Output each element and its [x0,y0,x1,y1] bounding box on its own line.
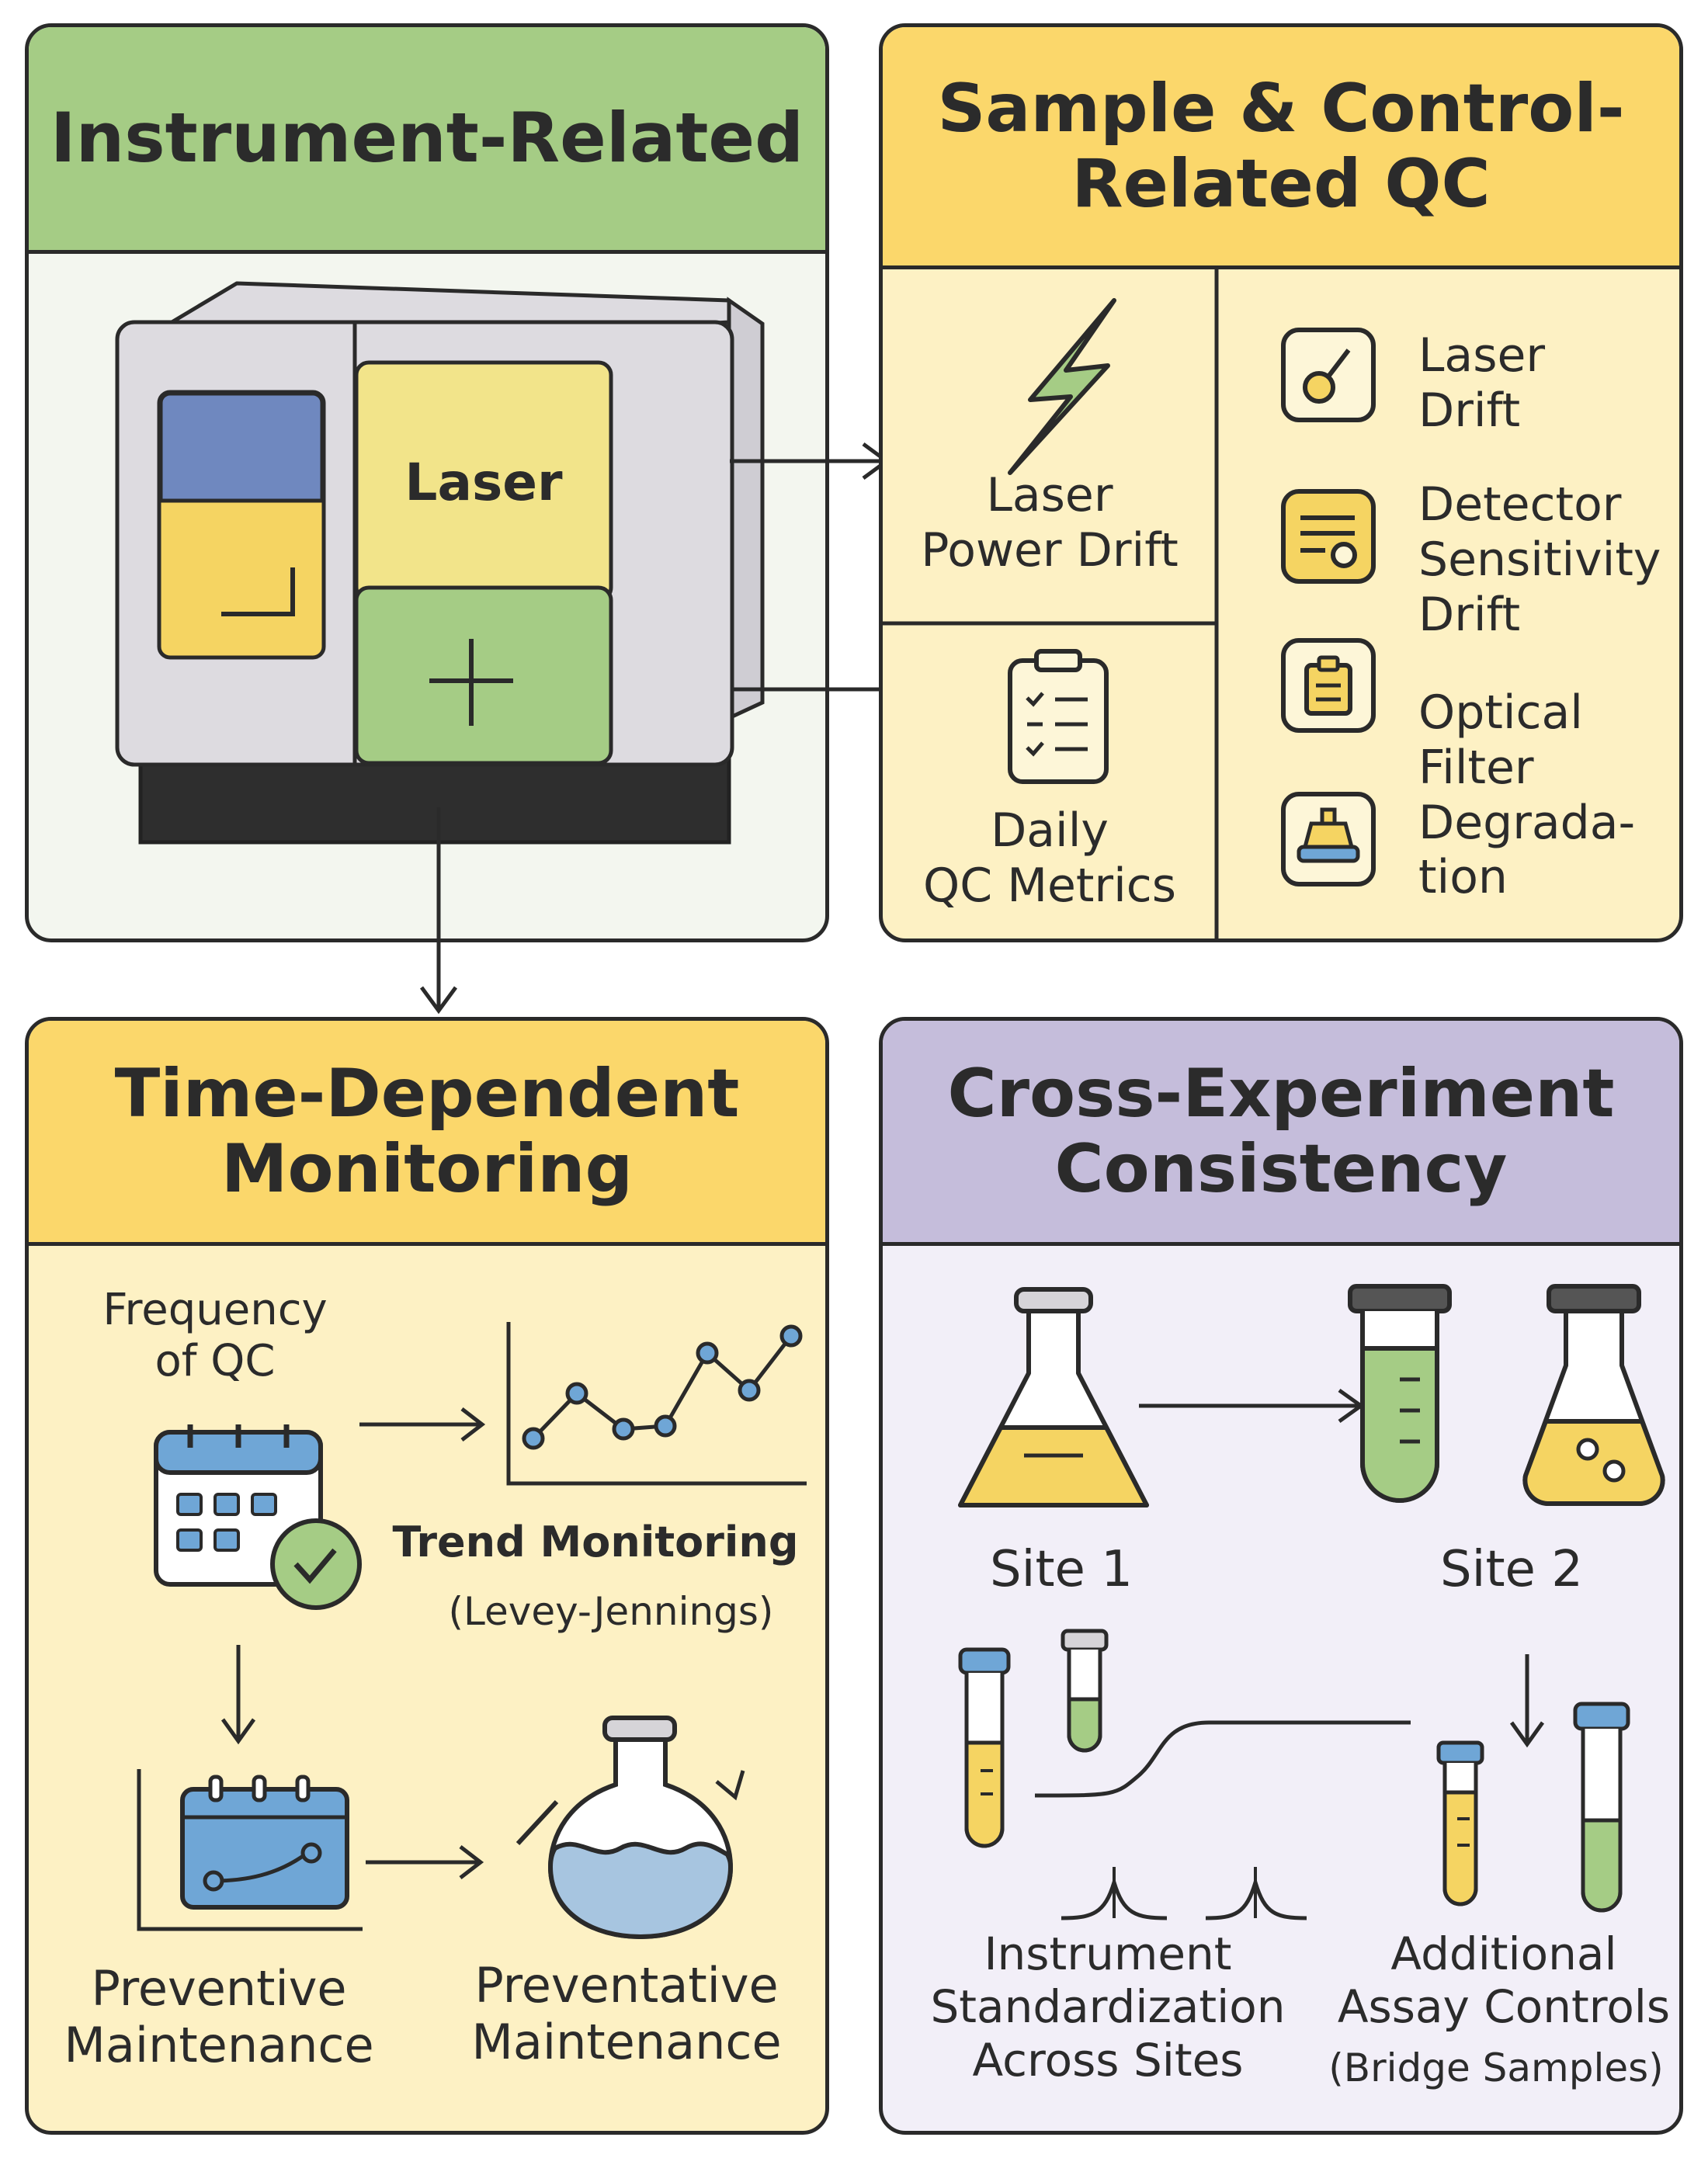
laser-power-drift-label: Laser Power Drift [921,468,1179,578]
trend-line-chart-icon [506,1322,807,1486]
laser-drift-icon [1281,328,1376,422]
additional-assay-controls-label: Additional Assay Controls [1337,1927,1671,2034]
daily-qc-metrics-label: Daily QC Metrics [923,803,1176,913]
panel-header: Instrument-Related [29,27,825,254]
arrow-right-icon [366,1845,484,1879]
panel-sample-control-qc: Sample & Control- Related QC Laser Power… [879,23,1683,942]
bridge-samples-label: (Bridge Samples) [1328,2045,1664,2090]
erlenmeyer-flask-icon [958,1287,1149,1507]
panel-title: Cross-Experiment Consistency [947,1055,1615,1208]
laser-module-label: Laser [404,453,563,512]
arrow-right-icon [359,1407,486,1442]
calendar-check-icon [154,1424,362,1610]
standardization-illustration [958,1629,1630,1920]
flow-cytometer-icon [115,281,765,845]
trend-monitoring-label: Trend Monitoring [392,1518,799,1566]
list-item-label: Laser Drift [1418,328,1546,438]
panel-title: Instrument-Related [50,98,804,179]
round-flask-icon [516,1716,745,1940]
panel-title: Sample & Control- Related QC [937,70,1625,223]
panel-instrument-related: Instrument-Related Laser [25,23,829,942]
arrow-right-icon [1139,1388,1365,1424]
site-1-label: Site 1 [990,1541,1133,1598]
list-item-label: Detector Sensitivity Drift [1418,477,1661,642]
panel-header: Cross-Experiment Consistency [883,1021,1679,1246]
panel-time-dependent-monitoring: Time-Dependent Monitoring Frequency of Q… [25,1017,829,2135]
preventive-maintenance-label: Preventive Maintenance [64,1960,374,2074]
filter-degradation-icon [1281,792,1376,886]
panel-header: Sample & Control- Related QC [883,27,1679,269]
site-2-label: Site 2 [1440,1541,1583,1598]
list-item-label: Optical Filter Degrada- tion [1418,685,1636,905]
test-tube-icon [1348,1284,1452,1503]
preventative-maintenance-label: Preventative Maintenance [471,1957,782,2071]
optical-filter-icon [1281,638,1376,733]
clipboard-checklist-icon [1008,649,1109,784]
panel-cross-experiment-consistency: Cross-Experiment Consistency Site 1 Site… [879,1017,1683,2135]
instrument-standardization-label: Instrument Standardization Across Sites [930,1927,1286,2087]
panel-dividers [883,268,1219,938]
arrow-down-icon [220,1645,256,1745]
maintenance-calendar-icon [137,1769,363,1931]
panel-header: Time-Dependent Monitoring [29,1021,825,1246]
panel-title: Time-Dependent Monitoring [114,1055,740,1208]
detector-sensitivity-icon [1281,489,1376,584]
frequency-of-qc-label: Frequency of QC [102,1285,328,1387]
levey-jennings-label: (Levey-Jennings) [448,1589,774,1634]
erlenmeyer-flask-icon [1522,1284,1665,1506]
lightning-icon [1008,298,1116,475]
